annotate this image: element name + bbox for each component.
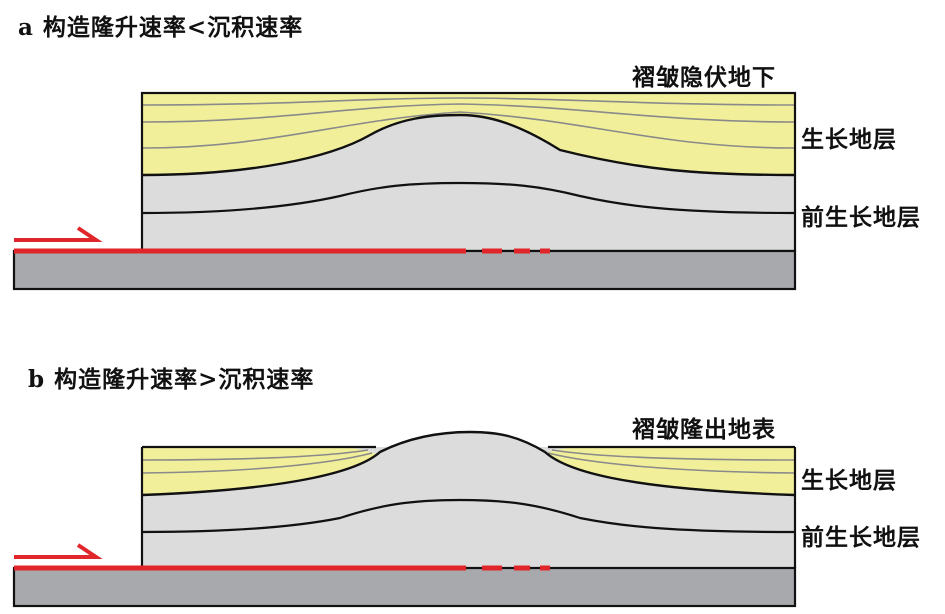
panel-a-pregrowth-horizon xyxy=(141,181,796,215)
panel-b-title: b 构造隆升速率>沉积速率 xyxy=(28,360,314,394)
panel-b-letter: b xyxy=(28,366,46,393)
panel-a-growth-line-1 xyxy=(141,97,796,106)
panel-b-basement xyxy=(12,566,797,608)
panel-a-title-text: 构造隆升速率<沉积速率 xyxy=(42,14,304,41)
panel-a-growth-label: 生长地层 xyxy=(801,126,897,153)
panel-a-fold-surface xyxy=(141,113,796,177)
panel-a-pregrowth-label: 前生长地层 xyxy=(801,204,921,231)
panel-b-pregrowth-label: 前生长地层 xyxy=(801,524,921,551)
panel-a-annotation: 褶皱隐伏地下 xyxy=(632,64,776,91)
panel-b-growth-line-r1 xyxy=(551,449,796,461)
panel-a-growth-line-2 xyxy=(141,103,796,123)
panel-a-growth-line-3 xyxy=(141,111,796,149)
panel-a-letter: a xyxy=(18,14,34,41)
panel-b-pregrowth-horizon xyxy=(141,498,796,534)
half-arrow-icon xyxy=(14,226,103,242)
panel-b-section xyxy=(12,430,797,608)
panel-b-growth-line-r2 xyxy=(547,452,796,474)
panel-b-fold-surface xyxy=(141,430,796,497)
panel-a-section xyxy=(12,91,797,291)
half-arrow-icon xyxy=(14,543,103,559)
panel-b-growth-line-l1 xyxy=(141,449,369,461)
panel-b-growth-label: 生长地层 xyxy=(801,467,897,494)
panel-b-title-text: 构造隆升速率>沉积速率 xyxy=(54,366,315,393)
panel-b-annotation: 褶皱隆出地表 xyxy=(632,416,776,443)
panel-a-basement xyxy=(12,249,797,291)
panel-b-growth-line-l2 xyxy=(141,452,373,474)
panel-a-title: a 构造隆升速率<沉积速率 xyxy=(18,8,303,42)
